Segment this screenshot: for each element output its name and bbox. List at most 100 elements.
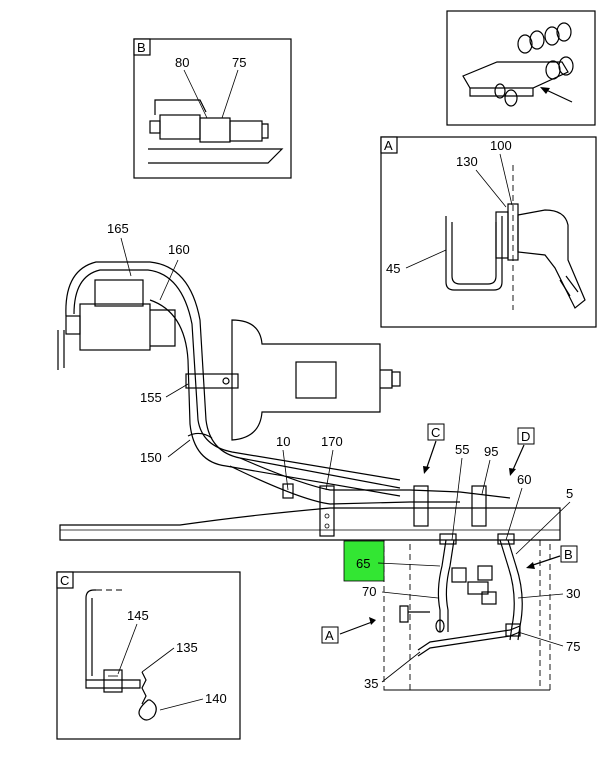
- view-a-frame: [380, 136, 597, 328]
- tag-a-arrow: [339, 621, 373, 635]
- cable-loop: [154, 99, 207, 115]
- callout-150: 150: [140, 450, 162, 465]
- wheel: [517, 34, 533, 54]
- transmission-housing: [231, 319, 381, 441]
- leader-55: [451, 457, 463, 541]
- leader-75: [221, 69, 239, 119]
- cable-middle: [73, 269, 401, 481]
- leader-100: [499, 153, 513, 206]
- transmission-output-flange: [391, 371, 401, 387]
- highlight-box[interactable]: [343, 540, 385, 582]
- leader-80: [183, 69, 208, 119]
- leader-35: [381, 651, 421, 683]
- terminal-block: [477, 565, 493, 581]
- callout-75-lower: 75: [566, 639, 580, 654]
- callout-160: 160: [168, 242, 190, 257]
- leader-5: [515, 501, 571, 555]
- tag-c: C: [431, 425, 440, 440]
- callout-140: 140: [205, 691, 227, 706]
- callout-80: 80: [175, 55, 189, 70]
- truck-frame-side: [469, 88, 534, 97]
- cable-inner: [149, 299, 401, 497]
- leader-145: [117, 623, 138, 675]
- clamp-d: [471, 485, 487, 527]
- housing-end: [262, 123, 269, 139]
- transmission-output: [380, 369, 393, 389]
- clamp-150: [187, 432, 213, 439]
- terminal-cover: [481, 591, 497, 605]
- tag-a-arrowhead: [369, 617, 376, 625]
- tag-c-arrow: [425, 440, 437, 471]
- callout-95: 95: [484, 444, 498, 459]
- tag-b: B: [564, 547, 573, 562]
- starter-solenoid: [94, 279, 144, 307]
- wheel: [558, 56, 574, 76]
- starter-nose: [150, 309, 176, 347]
- transmission-cover: [295, 361, 337, 399]
- starter-motor: [79, 303, 151, 351]
- callout-35: 35: [364, 676, 378, 691]
- callout-30: 30: [566, 586, 580, 601]
- callout-145: 145: [127, 608, 149, 623]
- callout-135: 135: [176, 640, 198, 655]
- terminal-cover: [467, 581, 489, 595]
- bracket-hole: [324, 523, 330, 529]
- battery-tray-outline: [383, 539, 551, 691]
- cable-clamp-60: [497, 533, 515, 545]
- motor-end: [149, 120, 161, 134]
- ground-connector: [399, 605, 409, 623]
- loop-140: [138, 699, 157, 721]
- leader-135: [141, 647, 175, 673]
- starter-end-cap: [65, 315, 81, 335]
- leader-140: [159, 698, 204, 711]
- leader-65: [377, 562, 441, 567]
- callout-130: 130: [456, 154, 478, 169]
- locator-arrow-head: [540, 87, 550, 94]
- battery-box-outline: [409, 539, 541, 691]
- callout-45: 45: [386, 261, 400, 276]
- leader-60: [505, 487, 523, 541]
- main-assembly: 165 160 155 150 1: [57, 221, 580, 691]
- callout-70: 70: [362, 584, 376, 599]
- frame-rail: [59, 507, 561, 541]
- tag-c-arrowhead: [423, 466, 430, 474]
- battery-cable-left: [437, 539, 447, 632]
- connector-75: [505, 623, 521, 637]
- bracket-170: [319, 485, 335, 537]
- wheel: [504, 89, 518, 107]
- view-c-frame: [56, 571, 241, 740]
- tag-d: D: [521, 429, 530, 444]
- leader-170: [325, 449, 334, 491]
- tag-b-arrowhead: [526, 562, 535, 569]
- leader-30: [517, 593, 564, 599]
- bracket-bend: [85, 589, 96, 599]
- view-a-letter: A: [384, 138, 393, 153]
- leader-130: [475, 169, 507, 208]
- clamp-155: [185, 373, 239, 389]
- view-c-letter: C: [60, 573, 69, 588]
- spring-135: [141, 671, 147, 705]
- callout-60: 60: [517, 472, 531, 487]
- leader-95: [481, 459, 491, 495]
- bracket-strap-inner: [451, 222, 497, 285]
- tag-a: A: [325, 628, 334, 643]
- view-b: B 80 75: [133, 38, 292, 179]
- bracket-strap: [445, 216, 503, 291]
- connector-ribs: [559, 275, 579, 297]
- leader-150: [167, 439, 191, 458]
- clamp-c: [413, 485, 429, 527]
- wheel: [494, 83, 506, 99]
- callout-65: 65: [356, 556, 370, 571]
- highlight-65[interactable]: 65: [343, 540, 441, 582]
- callout-5: 5: [566, 486, 573, 501]
- view-b-frame: [133, 38, 292, 179]
- leader-10: [282, 449, 289, 491]
- callout-155: 155: [140, 390, 162, 405]
- leader-75-lower: [517, 631, 564, 647]
- view-a-tag-box: [380, 136, 398, 154]
- cable-clamp-55: [439, 533, 457, 545]
- wheel: [544, 26, 560, 46]
- battery-cable-right: [499, 539, 515, 641]
- wheel: [556, 22, 572, 42]
